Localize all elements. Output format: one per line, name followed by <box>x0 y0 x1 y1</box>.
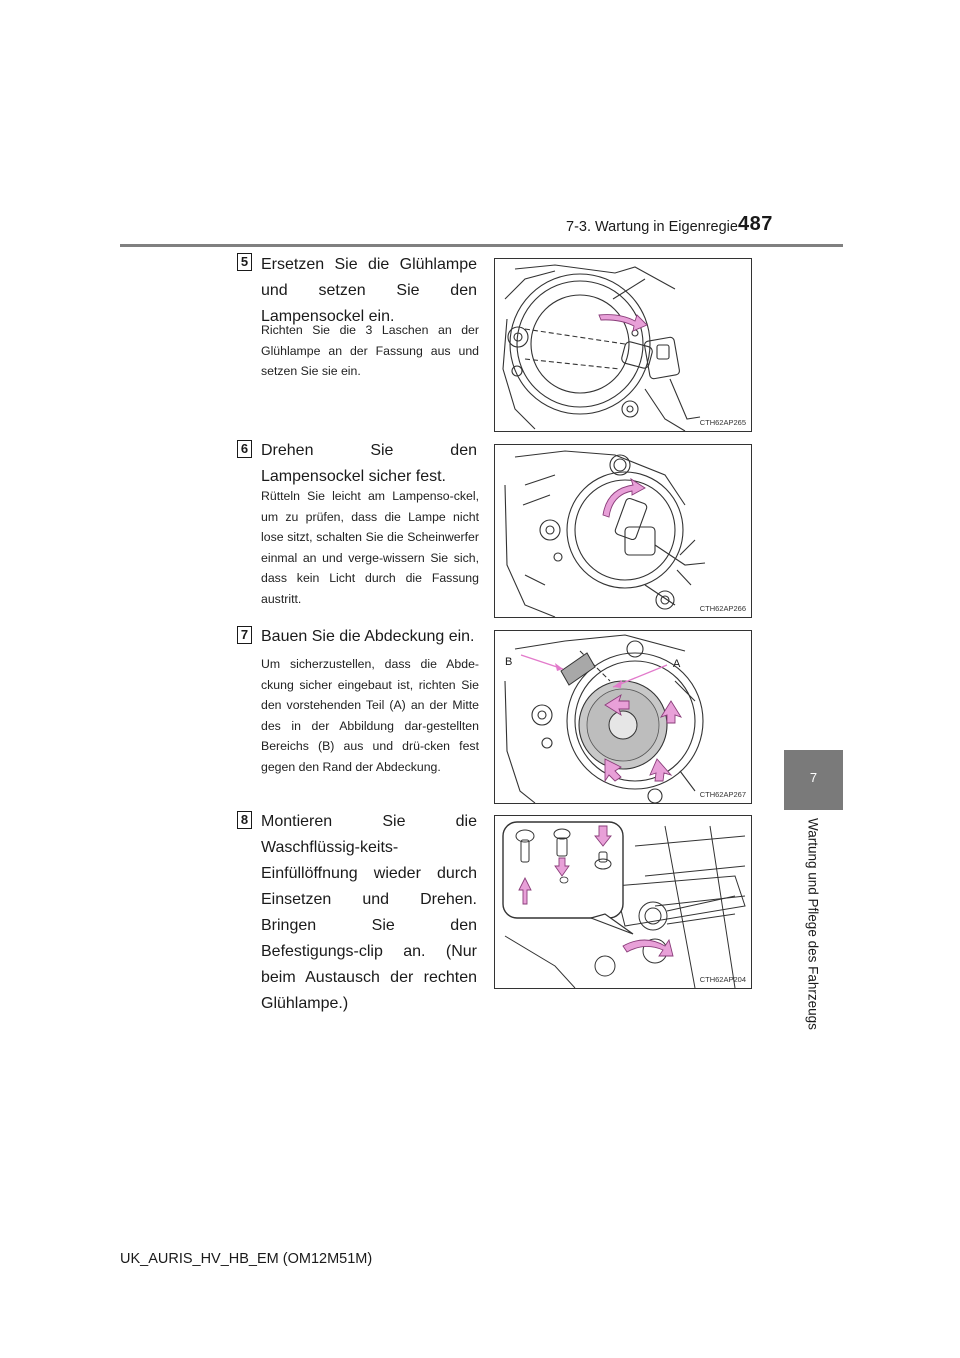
section-title: 7-3. Wartung in Eigenregie <box>566 219 738 235</box>
step-title: Montieren Sie die Waschflüssig-keits-Ein… <box>261 813 477 1012</box>
document-id: UK_AURIS_HV_HB_EM (OM12M51M) <box>120 1251 373 1267</box>
step-illustration: CTH62AP204 <box>494 815 752 989</box>
figure-code: CTH62AP204 <box>699 975 746 984</box>
step-number-badge: 8 <box>237 811 252 829</box>
page-number: 487 <box>738 213 773 235</box>
step-number-badge: 6 <box>237 440 252 458</box>
step-number-badge: 5 <box>237 253 252 271</box>
header-divider <box>120 244 843 247</box>
step-title: Bauen Sie die Abdeckung ein. <box>261 628 475 645</box>
figure-code: CTH62AP267 <box>699 790 746 799</box>
washer-inlet-drawing <box>502 821 746 988</box>
label-b: B <box>505 656 512 668</box>
step-title: Drehen Sie den Lampensockel sicher fest. <box>261 442 477 485</box>
step-title: Ersetzen Sie die Glühlampe und setzen Si… <box>261 256 477 325</box>
step-description: Rütteln Sie leicht am Lampenso-ckel, um … <box>261 489 479 606</box>
step-number-badge: 7 <box>237 626 252 644</box>
figure-code: CTH62AP265 <box>699 418 746 427</box>
step-description: Richten Sie die 3 Laschen an der Glühlam… <box>261 323 479 379</box>
step-illustration: B A CTH62AP267 <box>494 630 752 804</box>
bulb-rotate-drawing <box>504 450 706 617</box>
step-illustration: CTH62AP265 <box>494 258 752 432</box>
chapter-tab[interactable]: 7 <box>784 750 843 810</box>
step-description: Um sicherzustellen, dass die Abde-ckung … <box>261 657 479 774</box>
cover-install-drawing: B A <box>504 634 704 803</box>
step-illustration: CTH62AP266 <box>494 444 752 618</box>
chapter-title: Wartung und Pflege des Fahrzeugs <box>805 818 821 1030</box>
bulb-insert-drawing <box>502 264 701 431</box>
chapter-number: 7 <box>809 770 818 785</box>
figure-code: CTH62AP266 <box>699 604 746 613</box>
label-a: A <box>673 658 681 670</box>
